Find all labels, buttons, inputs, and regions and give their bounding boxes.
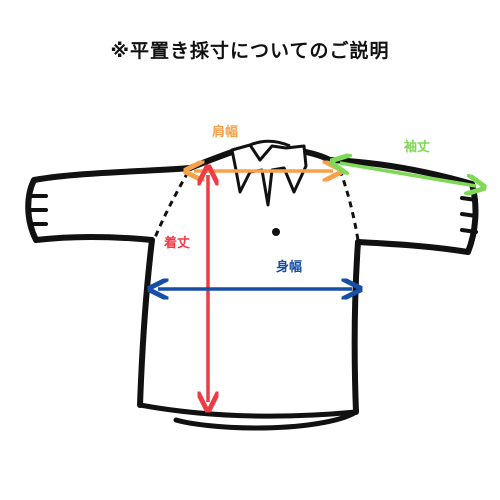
page-title: ※平置き採寸についてのご説明	[110, 40, 390, 62]
length-label: 着丈	[163, 235, 190, 251]
shoulder-label: 肩幅	[212, 124, 238, 140]
sleeve-arrow	[340, 163, 476, 186]
collar	[230, 139, 308, 207]
chest-label: 身幅	[276, 259, 302, 275]
button-dot	[272, 228, 280, 236]
sleeve-label: 袖丈	[404, 139, 430, 155]
raglan-seams	[152, 169, 360, 241]
